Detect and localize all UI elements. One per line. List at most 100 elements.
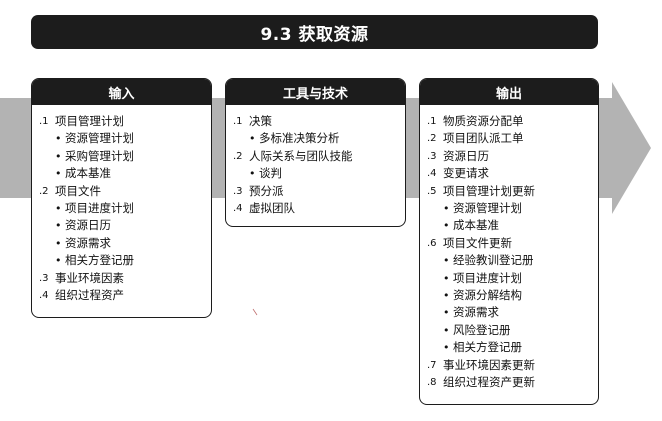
item-label: 项目管理计划 [55, 114, 124, 128]
sub-item-label: 相关方登记册 [65, 253, 134, 268]
item-number: .3 [427, 150, 437, 162]
tools-techniques-header: 工具与技术 [226, 79, 405, 105]
sub-item: •谈判 [233, 165, 399, 182]
sub-item: •相关方登记册 [39, 252, 205, 269]
list-item: .3 预分派 [233, 183, 399, 200]
item-label: 人际关系与团队技能 [249, 148, 353, 163]
item-label: 项目文件 [55, 183, 101, 198]
sub-item: •资源需求 [39, 235, 205, 252]
item-number: .2 [233, 150, 243, 162]
sub-item: •相关方登记册 [427, 339, 592, 356]
item-number: .6 [427, 237, 437, 249]
bullet-icon: • [249, 132, 256, 146]
item-label: 资源日历 [443, 148, 489, 163]
bullet-icon: • [443, 202, 450, 216]
item-number: .8 [427, 377, 437, 389]
item-number: .4 [427, 168, 437, 180]
list-item: .8 组织过程资产更新 [427, 374, 592, 391]
item-label: 决策 [249, 114, 272, 128]
page-title: 9.3 获取资源 [260, 24, 369, 45]
item-label: 事业环境因素 [55, 270, 124, 285]
sub-item-label: 项目进度计划 [453, 270, 522, 285]
list-item: .4 虚拟团队 [233, 200, 399, 217]
sub-item: •经验教训登记册 [427, 252, 592, 269]
sub-item-label: 采购管理计划 [65, 148, 134, 163]
item-number: .4 [233, 203, 243, 215]
sub-item: •项目进度计划 [427, 270, 592, 287]
outputs-list: .1 物质资源分配单 .2 项目团队派工单 .3 资源日历 .4 变更请求 .5 项目管理计划更新… [420, 105, 598, 398]
stray-mark [252, 308, 258, 316]
item-number: .4 [39, 290, 49, 302]
bullet-icon: • [443, 219, 450, 233]
item-number: .1 [233, 116, 243, 127]
sub-item-label: 资源分解结构 [453, 288, 522, 303]
sub-item-label: 成本基准 [65, 166, 111, 181]
outputs-panel: 输出 .1 物质资源分配单 .2 项目团队派工单 .3 资源日历 .4 变更请求 .5 项目管理计… [419, 78, 599, 405]
sub-item-label: 相关方登记册 [453, 340, 522, 355]
bullet-icon: • [443, 254, 450, 268]
item-label: 虚拟团队 [249, 201, 295, 216]
sub-item-label: 风险登记册 [453, 322, 511, 337]
item-label: 物质资源分配单 [443, 114, 524, 128]
list-item: .5 项目管理计划更新 [427, 183, 592, 200]
item-number: .5 [427, 185, 437, 197]
item-label: 项目管理计划更新 [443, 183, 535, 198]
list-item: .3 事业环境因素 [39, 270, 205, 287]
item-number: .2 [427, 133, 437, 145]
sub-item-label: 资源管理计划 [453, 201, 522, 216]
sub-item-label: 经验教训登记册 [453, 253, 534, 268]
item-number: .1 [39, 116, 49, 127]
item-label: 项目文件更新 [443, 235, 512, 250]
bullet-icon: • [55, 149, 62, 163]
bullet-icon: • [55, 132, 62, 146]
item-number: .1 [427, 116, 437, 127]
bullet-icon: • [443, 306, 450, 320]
sub-item: •多标准决策分析 [233, 130, 399, 147]
sub-item-label: 谈判 [259, 166, 282, 181]
sub-item: •资源日历 [39, 217, 205, 234]
title-banner: 9.3 获取资源 [31, 15, 598, 49]
item-number: .7 [427, 359, 437, 371]
item-number: .3 [39, 272, 49, 284]
outputs-header: 输出 [420, 79, 598, 105]
bullet-icon: • [55, 236, 62, 250]
sub-item-label: 资源管理计划 [65, 131, 134, 146]
item-label: 变更请求 [443, 166, 489, 181]
list-item: .3 资源日历 [427, 148, 592, 165]
list-item: .4 组织过程资产 [39, 287, 205, 304]
item-label: 组织过程资产 [55, 288, 124, 303]
sub-item: •资源管理计划 [39, 130, 205, 147]
item-label: 事业环境因素更新 [443, 357, 535, 372]
sub-item-label: 项目进度计划 [65, 201, 134, 216]
inputs-header: 输入 [32, 79, 211, 105]
list-item: .7 事业环境因素更新 [427, 357, 592, 374]
item-label: 组织过程资产更新 [443, 375, 535, 390]
list-item: .2 项目团队派工单 [427, 130, 592, 147]
list-item: .1 物质资源分配单 [427, 113, 592, 130]
bullet-icon: • [55, 219, 62, 233]
list-item: .1 项目管理计划 [39, 113, 205, 130]
sub-item: •资源管理计划 [427, 200, 592, 217]
sub-item: •风险登记册 [427, 322, 592, 339]
list-item: .4 变更请求 [427, 165, 592, 182]
sub-item-label: 成本基准 [453, 218, 499, 233]
bullet-icon: • [443, 341, 450, 355]
list-item: .6 项目文件更新 [427, 235, 592, 252]
sub-item: •资源需求 [427, 304, 592, 321]
list-item: .2 人际关系与团队技能 [233, 148, 399, 165]
item-label: 预分派 [249, 183, 284, 198]
sub-item-label: 资源日历 [65, 218, 111, 233]
sub-item: •成本基准 [39, 165, 205, 182]
item-label: 项目团队派工单 [443, 131, 524, 146]
list-item: .1 决策 [233, 113, 399, 130]
sub-item: •资源分解结构 [427, 287, 592, 304]
bullet-icon: • [249, 167, 256, 181]
bullet-icon: • [443, 271, 450, 285]
item-number: .3 [233, 185, 243, 197]
sub-item: •项目进度计划 [39, 200, 205, 217]
